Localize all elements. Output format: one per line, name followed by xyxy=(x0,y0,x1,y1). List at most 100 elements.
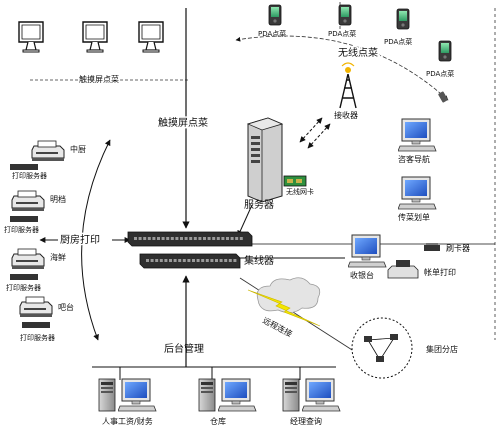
bill-printer-icon xyxy=(387,260,419,279)
guest-nav-pc-icon xyxy=(398,118,437,152)
hub-port xyxy=(157,237,160,240)
print-server-label-4: 打印服务器 xyxy=(20,333,55,342)
server-icon xyxy=(246,117,284,203)
hub-label: 集线器 xyxy=(244,254,274,267)
cloud-icon xyxy=(256,277,321,313)
pda-icon-4 xyxy=(438,40,452,62)
touch-screen-icon-3 xyxy=(138,21,164,53)
pda-small-icon xyxy=(438,91,448,103)
print-server-label-3: 打印服务器 xyxy=(6,283,41,292)
manager-query-label: 经理查询 xyxy=(290,416,322,426)
pda-order-label-2: PDA点菜 xyxy=(328,29,356,38)
wireless-card-label: 无线网卡 xyxy=(286,187,314,196)
pda-order-label-4: PDA点菜 xyxy=(426,69,454,78)
touch-screen-icon-1 xyxy=(18,21,44,53)
card-reader-icon xyxy=(424,243,440,251)
wireless-order-label: 无线点菜 xyxy=(338,46,378,59)
warehouse-pc-icon xyxy=(218,378,257,412)
warehouse-label: 仓库 xyxy=(210,416,226,426)
hub-port xyxy=(147,237,151,240)
manager-pc-icon xyxy=(302,378,341,412)
hub-port xyxy=(138,237,142,240)
hub-port xyxy=(196,259,200,262)
print-server-label-2: 打印服务器 xyxy=(4,225,39,234)
card-reader-label: 刷卡器 xyxy=(446,243,470,253)
hub-port xyxy=(155,259,159,262)
hub-port xyxy=(192,259,195,262)
checkout-label: 收银台 xyxy=(350,270,374,280)
receiver-label: 接收器 xyxy=(334,110,358,120)
dish-transfer-pc-icon xyxy=(398,176,437,210)
hub-port xyxy=(205,259,209,262)
hub-port xyxy=(146,259,149,262)
kitchen-ming-label: 明档 xyxy=(50,194,66,204)
printer-icon-ming xyxy=(11,190,45,212)
hub-port xyxy=(239,237,243,240)
pda-order-label-1: PDA点菜 xyxy=(258,29,286,38)
printer-icon-hai xyxy=(11,248,45,270)
hub-port xyxy=(193,237,197,240)
kitchen-print-label: 厨房打印 xyxy=(60,233,100,246)
hub-port xyxy=(215,259,218,262)
wireless-card-icon xyxy=(283,175,307,187)
touch-order-top-label: 触摸屏点菜 xyxy=(79,74,119,84)
kitchen-ba-label: 吧台 xyxy=(58,302,74,312)
kitchen-arc xyxy=(81,139,111,341)
hub-port xyxy=(207,237,211,240)
hub-port xyxy=(210,259,214,262)
remote-link-label: 远程连接 xyxy=(261,315,294,339)
bill-print-label: 帐单打印 xyxy=(424,267,456,277)
warehouse-tower-icon xyxy=(198,378,216,412)
printer-icon-ba xyxy=(19,296,53,318)
hr-tower-icon xyxy=(98,378,116,412)
hub-port xyxy=(219,259,223,262)
hub-port xyxy=(170,237,174,240)
hub-port xyxy=(159,259,163,262)
hub-port xyxy=(212,237,216,240)
server-label: 服务器 xyxy=(244,198,274,211)
group-branch-label: 集团分店 xyxy=(426,344,458,354)
hr-finance-label: 人事工资/财务 xyxy=(102,416,153,426)
group-branch-icon xyxy=(351,317,413,379)
dish-transfer-label: 传菜划单 xyxy=(398,212,430,222)
printer-icon-zhong xyxy=(31,140,65,162)
kitchen-hai-label: 海鲜 xyxy=(50,252,66,262)
hub-port xyxy=(164,259,168,262)
hub-ports xyxy=(134,237,243,262)
hub-port xyxy=(230,237,234,240)
pda-icon-1 xyxy=(268,4,282,26)
hub-port xyxy=(226,237,229,240)
backend-mgmt-label: 后台管理 xyxy=(164,342,204,355)
hub-port xyxy=(134,237,137,240)
hub-port xyxy=(173,259,177,262)
hub-port xyxy=(233,259,237,262)
pda-icon-3 xyxy=(396,8,410,30)
hub-port xyxy=(143,237,147,240)
kitchen-zhong-label: 中厨 xyxy=(70,144,86,154)
manager-tower-icon xyxy=(282,378,300,412)
hub-port xyxy=(161,237,165,240)
hub-port xyxy=(201,259,205,262)
touch-screen-icon-2 xyxy=(82,21,108,53)
hub-port xyxy=(169,259,172,262)
hub-port xyxy=(198,237,202,240)
hub-port xyxy=(150,259,154,262)
hub-port xyxy=(180,237,183,240)
hub-port xyxy=(187,259,191,262)
pda-icon-2 xyxy=(338,4,352,26)
hub-port xyxy=(178,259,182,262)
hub-port xyxy=(166,237,170,240)
hr-pc-icon xyxy=(118,378,157,412)
touch-order-mid-label: 触摸屏点菜 xyxy=(158,116,208,129)
hub-port xyxy=(235,237,239,240)
hub-port xyxy=(175,237,179,240)
hub-port xyxy=(184,237,188,240)
antenna-receiver-icon xyxy=(339,62,357,109)
pda-arc xyxy=(235,35,449,101)
pda-order-label-3: PDA点菜 xyxy=(384,37,412,46)
hub-port xyxy=(228,259,232,262)
hub-port xyxy=(216,237,220,240)
hub-port xyxy=(182,259,186,262)
